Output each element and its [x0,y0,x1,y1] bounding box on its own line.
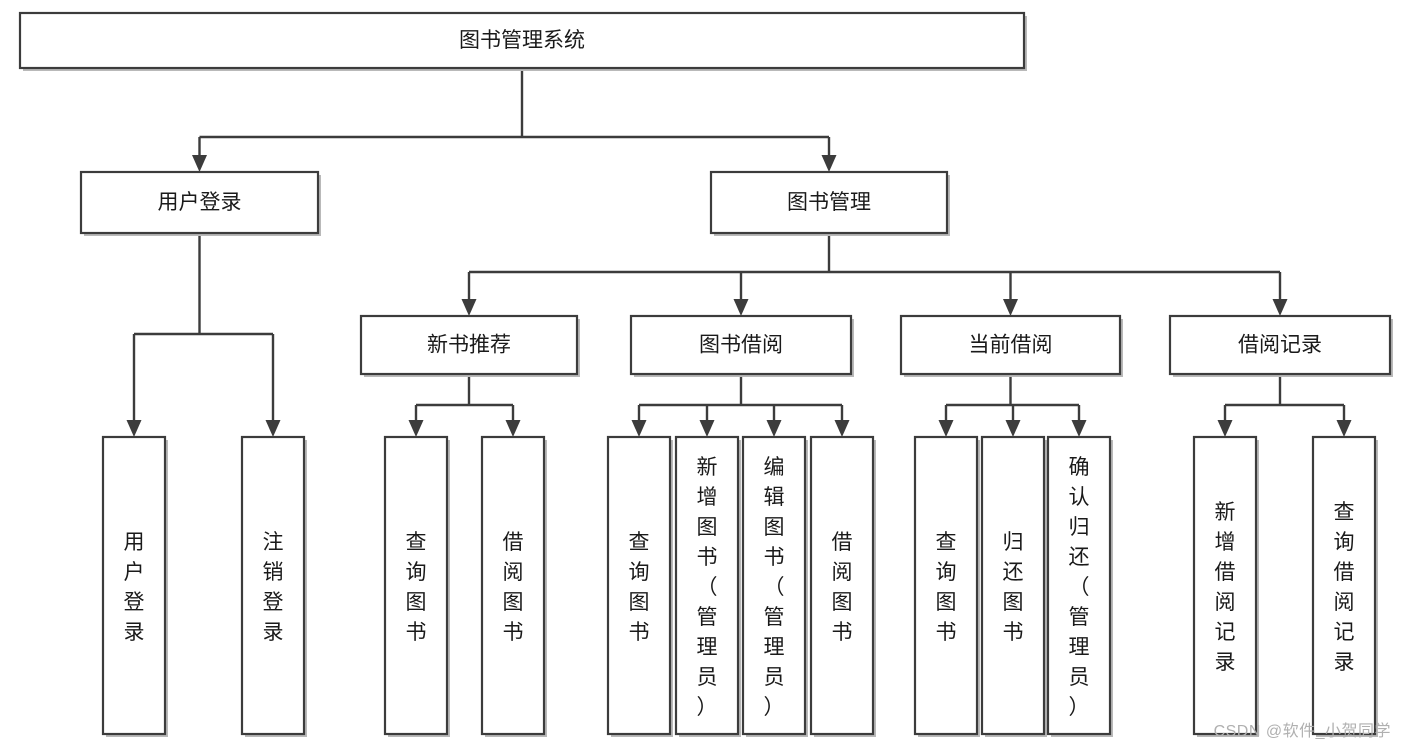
branch-current-borrow [938,374,1087,437]
arrow-head-icon [1005,420,1021,437]
node-label: 借阅记录 [1238,334,1322,357]
node-label: 查询图书 [406,531,427,644]
arrow-head-icon [1336,420,1352,437]
node-label: 注销登录 [263,531,284,644]
node-leaf-record-query[interactable]: 查询借阅记录 [1311,435,1378,737]
node-label: 图书管理系统 [459,29,585,52]
node-leaf-user-login[interactable]: 用户登录 [101,435,168,737]
branch-root [192,68,837,172]
node-leaf-current-query-book[interactable]: 查询图书 [913,435,980,737]
node-leaf-recommend-borrow-book[interactable]: 借阅图书 [480,435,547,737]
node-layer: 图书管理系统用户登录图书管理新书推荐图书借阅当前借阅借阅记录用户登录注销登录查询… [18,11,1393,737]
node-leaf-recommend-query-book[interactable]: 查询图书 [383,435,450,737]
arrow-head-icon [631,420,647,437]
arrow-head-icon [461,299,477,316]
node-label: 用户登录 [124,531,145,644]
node-leaf-current-confirm-return[interactable]: 确认归还（管理员） [1046,435,1113,737]
node-label: 借阅图书 [503,531,524,644]
node-label: 新书推荐 [427,334,511,357]
node-label: 归还图书 [1003,531,1024,644]
node-leaf-record-add[interactable]: 新增借阅记录 [1192,435,1259,737]
arrow-head-icon [408,420,424,437]
node-label: 查询借阅记录 [1334,501,1355,674]
node-leaf-user-logout[interactable]: 注销登录 [240,435,307,737]
node-label: 新增借阅记录 [1215,501,1236,674]
node-label: 编辑图书（管理员） [764,456,785,719]
node-label: 查询图书 [629,531,650,644]
branch-book-manage [461,233,1288,316]
node-leaf-borrow-borrow-book[interactable]: 借阅图书 [809,435,876,737]
arrow-head-icon [699,420,715,437]
node-leaf-borrow-query-book[interactable]: 查询图书 [606,435,673,737]
node-user-login[interactable]: 用户登录 [79,170,321,236]
arrow-head-icon [766,420,782,437]
node-current-borrow[interactable]: 当前借阅 [899,314,1123,377]
node-leaf-borrow-edit-book[interactable]: 编辑图书（管理员） [741,435,808,737]
arrow-head-icon [1071,420,1087,437]
csdn-watermark: CSDN @软件_小贺同学 [1213,723,1391,740]
arrow-head-icon [1272,299,1288,316]
node-new-book-recommend[interactable]: 新书推荐 [359,314,580,377]
arrow-head-icon [126,420,142,437]
node-label: 查询图书 [936,531,957,644]
node-label: 当前借阅 [969,334,1053,357]
node-label: 确认归还（管理员） [1069,456,1090,719]
node-label: 用户登录 [158,191,242,214]
arrow-head-icon [938,420,954,437]
node-book-manage[interactable]: 图书管理 [709,170,950,236]
arrow-head-icon [834,420,850,437]
branch-borrow-record [1217,374,1352,437]
node-label: 新增图书（管理员） [697,456,718,719]
node-label: 图书管理 [787,191,871,214]
node-book-borrow[interactable]: 图书借阅 [629,314,854,377]
arrow-head-icon [821,155,837,172]
arrow-head-icon [1217,420,1233,437]
node-label: 图书借阅 [699,334,783,357]
arrow-head-icon [265,420,281,437]
node-label: 借阅图书 [832,531,853,644]
node-borrow-record[interactable]: 借阅记录 [1168,314,1393,377]
arrow-head-icon [192,155,207,172]
arrow-head-icon [505,420,521,437]
node-leaf-borrow-add-book[interactable]: 新增图书（管理员） [674,435,741,737]
branch-book-borrow [631,374,850,437]
branch-user-login [126,233,281,437]
arrow-head-icon [1003,299,1018,316]
arrow-head-icon [733,299,749,316]
branch-new-book-recommend [408,374,521,437]
node-leaf-current-return-book[interactable]: 归还图书 [980,435,1047,737]
node-root-title[interactable]: 图书管理系统 [18,11,1027,71]
connector-layer [126,68,1352,437]
